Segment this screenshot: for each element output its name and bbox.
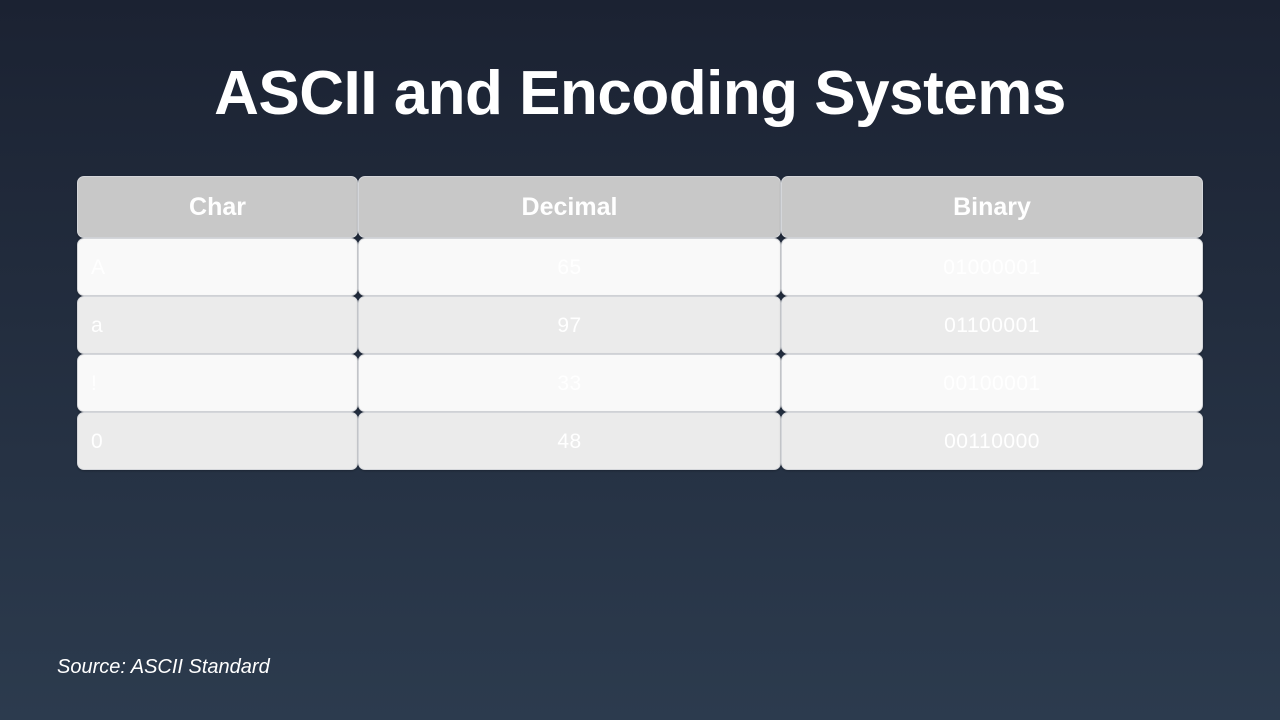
table-row: A 65 01000001 xyxy=(77,238,1203,296)
source-note: Source: ASCII Standard xyxy=(57,656,270,678)
table-row: ! 33 00100001 xyxy=(77,354,1203,412)
table-row: a 97 01100001 xyxy=(77,296,1203,354)
table-cell-decimal: 65 xyxy=(358,238,781,296)
table-cell-binary: 01000001 xyxy=(781,238,1203,296)
table-cell-char: ! xyxy=(77,354,358,412)
column-header-decimal: Decimal xyxy=(358,176,781,238)
table-cell-binary: 01100001 xyxy=(781,296,1203,354)
ascii-table: Char Decimal Binary A 65 01000001 a 97 0… xyxy=(77,176,1203,470)
table-cell-binary: 00100001 xyxy=(781,354,1203,412)
table-cell-decimal: 48 xyxy=(358,412,781,470)
table-row: 0 48 00110000 xyxy=(77,412,1203,470)
table-cell-decimal: 33 xyxy=(358,354,781,412)
column-header-char: Char xyxy=(77,176,358,238)
table-header-row: Char Decimal Binary xyxy=(77,176,1203,238)
table-cell-char: A xyxy=(77,238,358,296)
table-cell-decimal: 97 xyxy=(358,296,781,354)
slide-title: ASCII and Encoding Systems xyxy=(214,59,1066,128)
table-cell-char: a xyxy=(77,296,358,354)
table-cell-binary: 00110000 xyxy=(781,412,1203,470)
table-cell-char: 0 xyxy=(77,412,358,470)
column-header-binary: Binary xyxy=(781,176,1203,238)
